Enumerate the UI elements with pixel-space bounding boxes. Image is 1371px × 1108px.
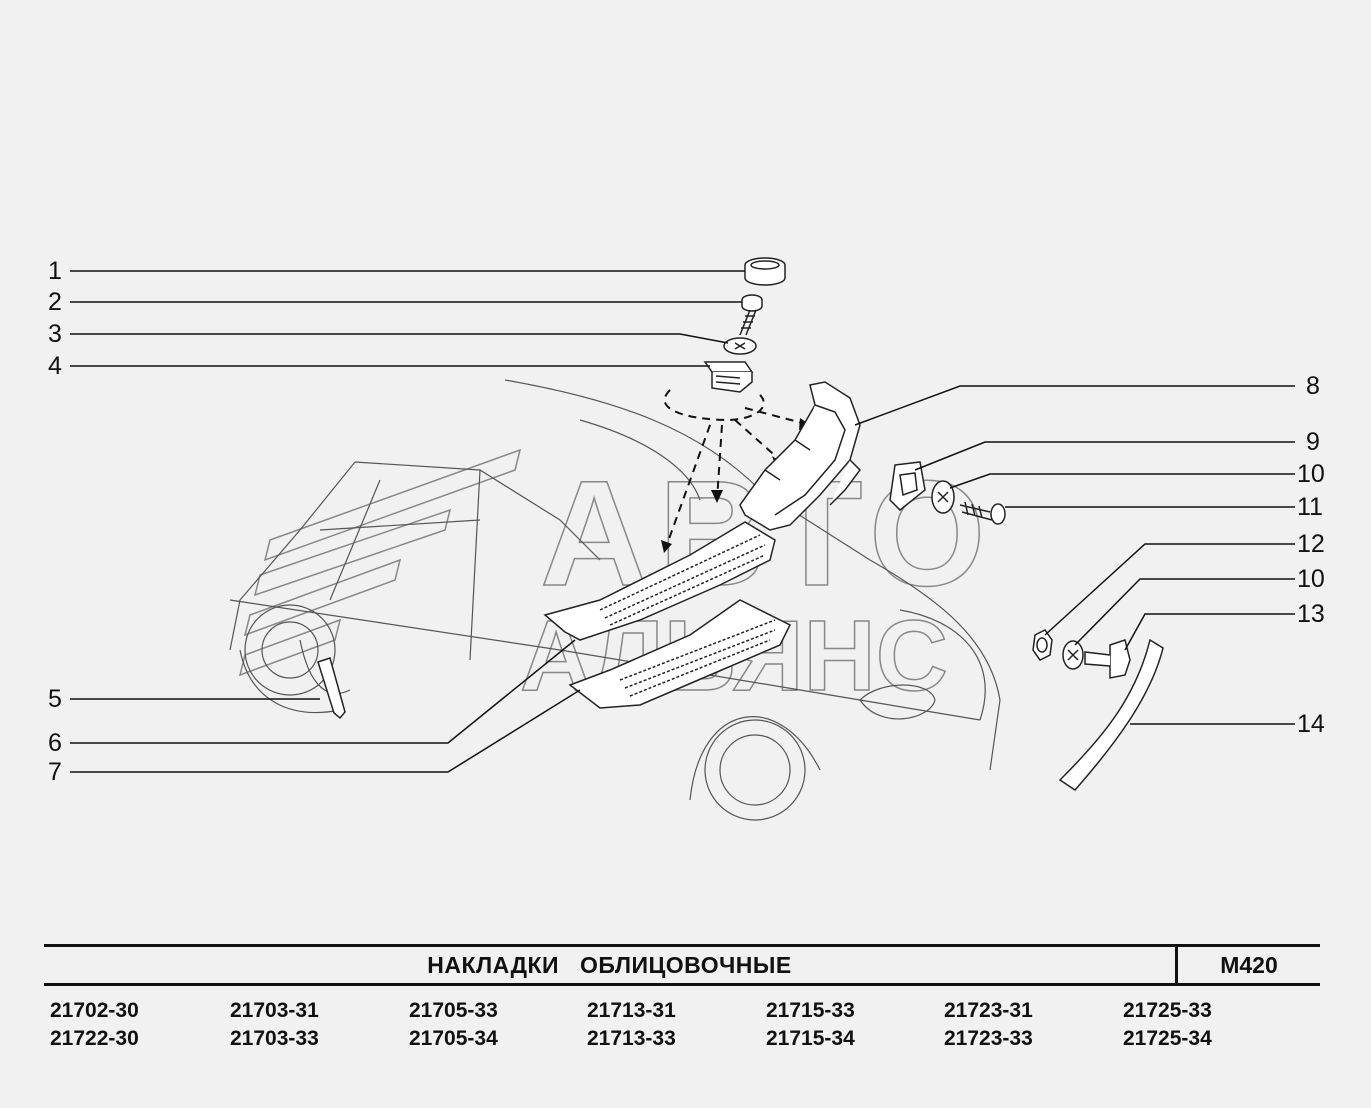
model-number: 21715-34 <box>766 1027 855 1050</box>
part-10-washer-a <box>931 480 955 514</box>
watermark-stripes <box>238 448 522 677</box>
leader-lines <box>70 270 1295 773</box>
model-number: 21723-31 <box>944 999 1033 1022</box>
drawing-code: М420 <box>1175 947 1320 983</box>
callout-2: 2 <box>48 288 62 316</box>
page-title: НАКЛАДКИ ОБЛИЦОВОЧНЫЕ <box>427 951 792 978</box>
part-12-nut <box>1032 629 1053 661</box>
model-number: 21723-33 <box>944 1027 1033 1050</box>
model-number: 21725-33 <box>1123 999 1212 1022</box>
leader-12 <box>1044 543 1295 636</box>
assembly-arrows <box>663 389 811 551</box>
callout-6: 6 <box>48 729 62 757</box>
callout-7: 7 <box>48 758 62 786</box>
callout-10b: 10 <box>1297 565 1325 593</box>
model-number: 21725-34 <box>1123 1027 1212 1050</box>
callout-4: 4 <box>48 352 62 380</box>
callout-3: 3 <box>48 320 62 348</box>
model-number: 21705-33 <box>409 999 498 1022</box>
model-number: 21703-31 <box>230 999 319 1022</box>
callout-13: 13 <box>1297 600 1325 628</box>
leader-10b <box>1074 578 1295 646</box>
part-10-washer-b <box>1062 640 1084 670</box>
part-3-washer <box>723 337 757 355</box>
part-9-clip <box>889 461 926 512</box>
part-14-molding <box>1058 638 1164 791</box>
title-block: НАКЛАДКИ ОБЛИЦОВОЧНЫЕ М420 <box>44 944 1320 986</box>
callout-11: 11 <box>1297 493 1323 521</box>
parts-diagram: АВТО АЛЬЯНС <box>70 257 1295 821</box>
part-13-bolt <box>1084 639 1131 679</box>
callout-1: 1 <box>48 257 62 285</box>
part-1-cap <box>744 257 786 286</box>
callout-10a: 10 <box>1297 460 1325 488</box>
leader-13 <box>1124 613 1295 651</box>
model-number: 21702-30 <box>50 999 139 1022</box>
part-5-trim <box>317 657 346 720</box>
part-4-clip <box>703 361 754 393</box>
leader-10a <box>949 473 1295 489</box>
model-number: 21715-33 <box>766 999 855 1022</box>
leader-9 <box>914 441 1295 471</box>
part-11-screw <box>959 501 1006 525</box>
leader-7 <box>70 689 581 773</box>
model-number: 21722-30 <box>50 1027 139 1050</box>
callout-5: 5 <box>48 685 62 713</box>
part-7-grille <box>568 599 792 709</box>
leader-6 <box>70 639 576 744</box>
model-number: 21703-33 <box>230 1027 319 1050</box>
leader-3 <box>70 333 729 344</box>
part-2-screw <box>739 294 763 336</box>
part-8-cowl-panel <box>739 381 861 531</box>
callout-8: 8 <box>1306 372 1320 400</box>
model-number: 21713-31 <box>587 999 676 1022</box>
model-number: 21713-33 <box>587 1027 676 1050</box>
callout-14: 14 <box>1297 710 1325 738</box>
leader-8 <box>854 385 1295 426</box>
callout-12: 12 <box>1297 530 1325 558</box>
callout-9: 9 <box>1306 428 1320 456</box>
model-number: 21705-34 <box>409 1027 498 1050</box>
part-6-grille <box>543 521 776 641</box>
